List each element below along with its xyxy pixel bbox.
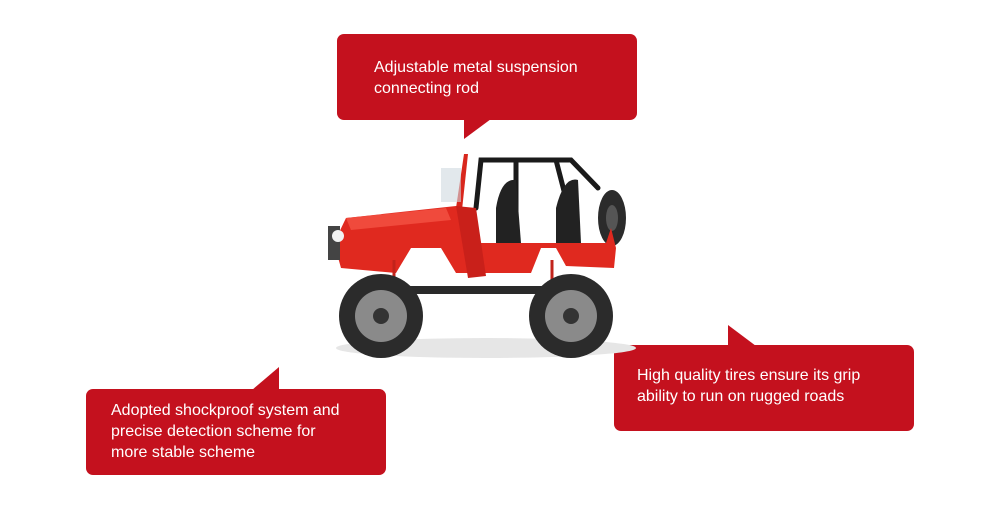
- callout-suspension-text: Adjustable metal suspension connecting r…: [374, 59, 578, 97]
- callout-pointer: [252, 367, 279, 390]
- callout-tires-text: High quality tires ensure its grip abili…: [637, 367, 861, 405]
- callout-tires: High quality tires ensure its grip abili…: [614, 325, 914, 431]
- rc-jeep-image: [328, 154, 636, 358]
- callout-pointer: [464, 119, 491, 139]
- callout-suspension: Adjustable metal suspension connecting r…: [337, 34, 637, 139]
- callout-pointer: [728, 325, 756, 346]
- callout-shockproof: Adopted shockproof system and precise de…: [86, 367, 386, 475]
- callout-shockproof-text: Adopted shockproof system and precise de…: [111, 402, 340, 461]
